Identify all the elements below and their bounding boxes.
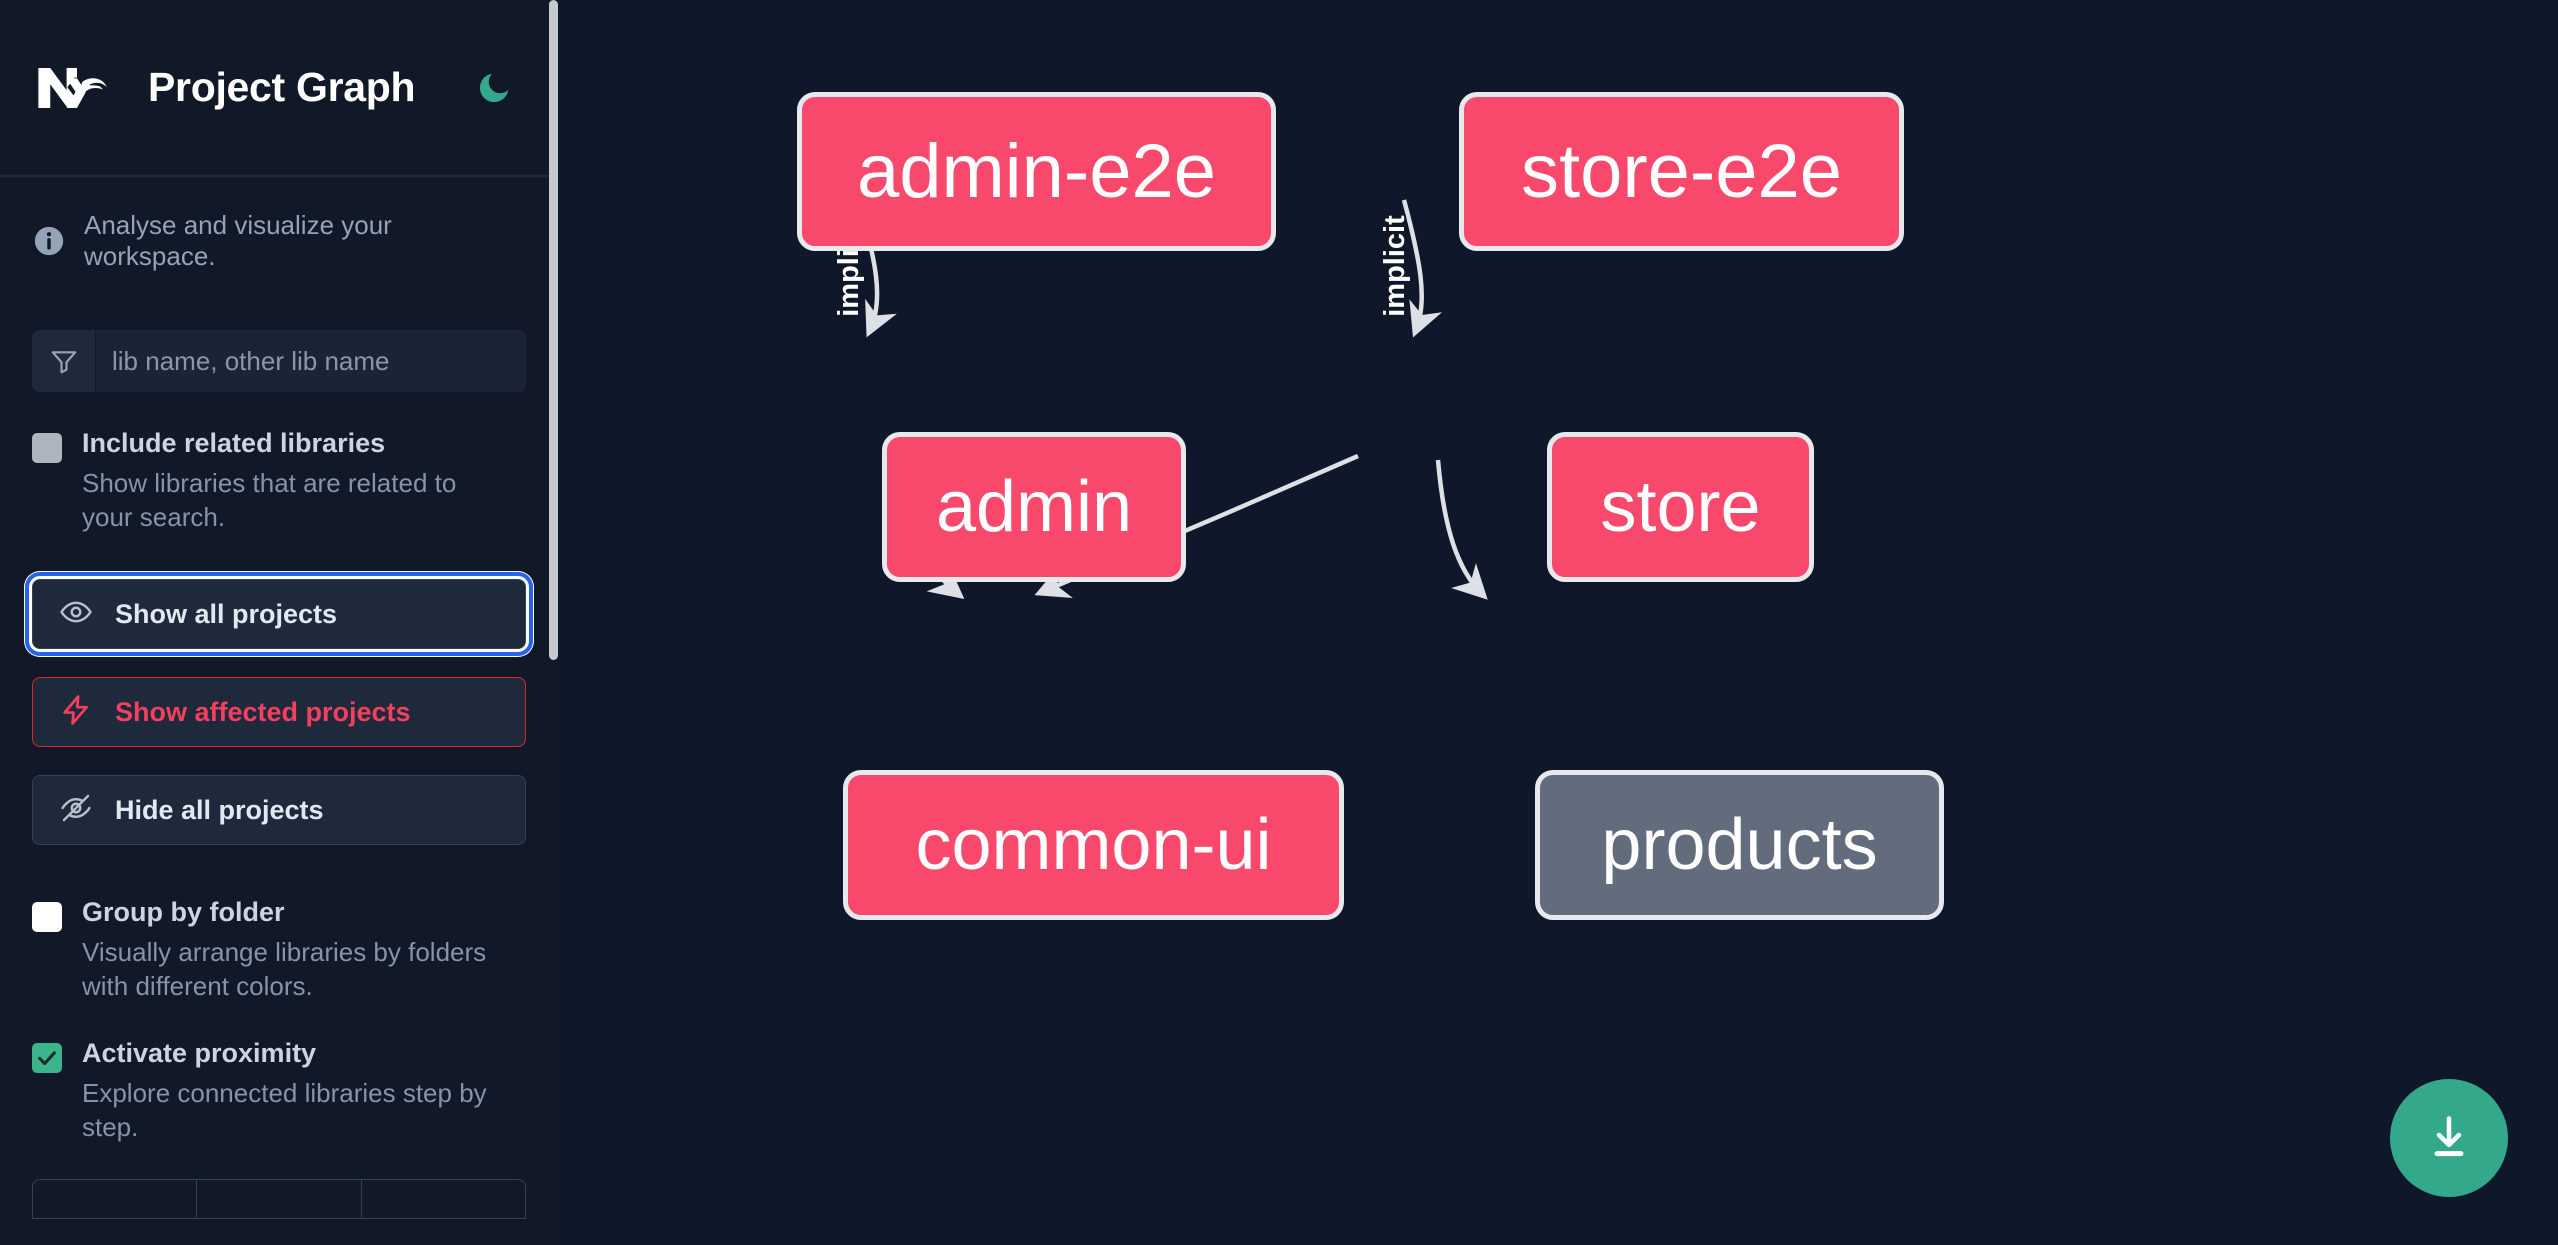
info-icon: [32, 224, 66, 258]
page-title: Project Graph: [148, 64, 416, 110]
proximity-step-option[interactable]: [362, 1180, 525, 1218]
edge-store-e2e-store: [1401, 199, 1442, 338]
checkbox-group-by-folder[interactable]: Group by folder Visually arrange librari…: [32, 897, 526, 1004]
edge-store-products: [1435, 459, 1488, 600]
checkbox-activate-proximity[interactable]: Activate proximity Explore connected lib…: [32, 1038, 526, 1145]
eye-icon: [59, 595, 93, 634]
show-affected-projects-label: Show affected projects: [115, 696, 411, 727]
checkbox-group-by-folder-box[interactable]: [32, 902, 62, 933]
checkbox-include-related-libraries-label: Include related libraries: [82, 428, 386, 458]
show-all-projects-label: Show all projects: [115, 598, 338, 629]
graph-node-admin[interactable]: admin: [882, 432, 1186, 582]
download-image-button[interactable]: [2390, 1079, 2508, 1197]
projects-button-group: Show all projects Show affected projects: [25, 572, 533, 846]
graph-node-store-e2e[interactable]: store-e2e: [1459, 92, 1904, 251]
nx-logo: [32, 62, 122, 114]
graph-node-common-ui[interactable]: common-ui: [843, 770, 1344, 920]
graph-node-products-label: products: [1601, 805, 1878, 885]
show-all-projects-button[interactable]: Show all projects: [25, 572, 533, 657]
header-divider: [0, 176, 548, 177]
checkbox-include-related-libraries-desc: Show libraries that are related to your …: [82, 467, 457, 533]
sidebar-scrollbar[interactable]: [549, 0, 558, 660]
sidebar-scroll-area: Project Graph Analyse and visualize yo: [0, 0, 558, 1245]
graph-node-common-ui-label: common-ui: [915, 805, 1272, 885]
checkbox-group-by-folder-desc: Visually arrange libraries by folders wi…: [82, 936, 487, 1002]
show-affected-projects-button[interactable]: Show affected projects: [32, 677, 526, 748]
proximity-step-option[interactable]: [33, 1180, 198, 1219]
filter-funnel-icon: [32, 330, 96, 392]
graph-canvas[interactable]: implicit implicit admin-e2e store-e2e ad…: [558, 0, 2558, 1245]
edge-label-implicit-store: implicit: [1379, 215, 1411, 317]
checkbox-activate-proximity-desc: Explore connected libraries step by step…: [82, 1077, 487, 1143]
graph-node-store-e2e-label: store-e2e: [1520, 129, 1843, 214]
graph-node-admin-label: admin: [935, 467, 1133, 547]
download-icon: [2434, 1116, 2464, 1157]
sidebar-header: Project Graph: [0, 0, 558, 176]
proximity-step-option[interactable]: [197, 1180, 362, 1219]
sidebar: Project Graph Analyse and visualize yo: [0, 0, 558, 1245]
checkbox-group-by-folder-label: Group by folder: [82, 897, 285, 928]
checkbox-activate-proximity-label: Activate proximity: [82, 1038, 317, 1069]
graph-node-products[interactable]: products: [1535, 770, 1944, 920]
tagline-text: Analyse and visualize your workspace.: [84, 210, 392, 271]
moon-icon[interactable]: [471, 65, 517, 111]
checkbox-include-related-libraries-box[interactable]: [32, 433, 62, 463]
sidebar-tagline: Analyse and visualize your workspace.: [0, 176, 558, 272]
graph-node-admin-e2e-label: admin-e2e: [856, 129, 1217, 214]
search-input[interactable]: [96, 330, 526, 392]
checkbox-activate-proximity-box[interactable]: [32, 1043, 62, 1074]
graph-node-admin-e2e[interactable]: admin-e2e: [797, 92, 1276, 251]
eye-off-icon: [59, 791, 93, 830]
hide-all-projects-button[interactable]: Hide all projects: [32, 775, 526, 846]
checkbox-include-related-libraries[interactable]: Include related libraries Show libraries…: [32, 428, 526, 535]
lightning-bolt-icon: [59, 693, 93, 732]
graph-node-store-label: store: [1600, 467, 1761, 547]
hide-all-projects-label: Hide all projects: [115, 794, 324, 825]
filter-row: [32, 330, 526, 392]
graph-node-store[interactable]: store: [1547, 432, 1814, 582]
proximity-step-segmented-control[interactable]: [32, 1179, 526, 1220]
